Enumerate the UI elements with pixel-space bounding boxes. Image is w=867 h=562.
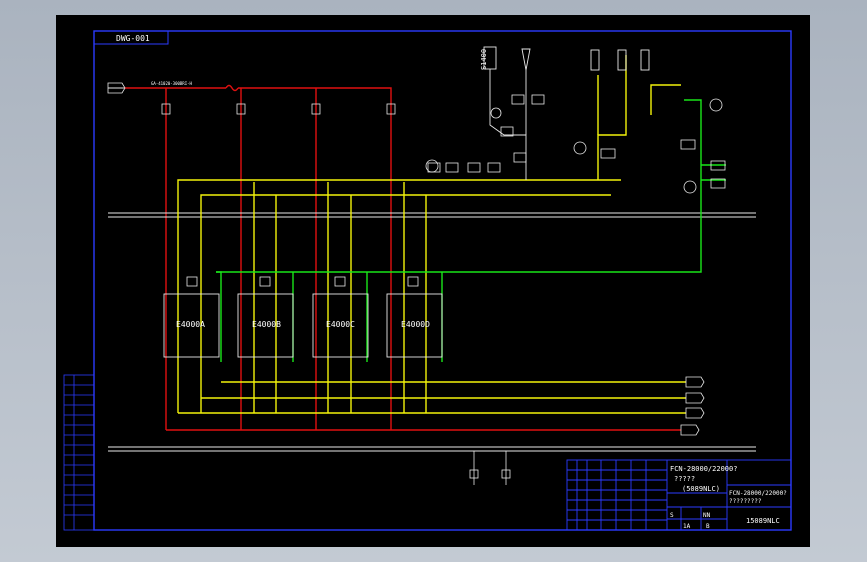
header-tags: GA-41020-300BRI-H: [151, 81, 193, 86]
instrument-boxes: [161, 94, 726, 287]
cell-a: 1A: [683, 523, 691, 530]
outlet-arrows: [107, 82, 705, 436]
cell-s: S: [670, 512, 674, 519]
vessel-e4000d[interactable]: E4000D: [386, 293, 443, 358]
title-block: [566, 459, 792, 531]
vessel-e4000a[interactable]: E4000A: [163, 293, 220, 358]
bottom-drains: [469, 451, 511, 485]
vessel-label: E4000A: [176, 320, 205, 329]
drawing-canvas[interactable]: DWG-001: [56, 15, 810, 547]
right-title: FCN-28000/22000?: [729, 490, 787, 497]
piping-diagram: DWG-001: [63, 30, 792, 531]
green-lines: [216, 99, 726, 362]
cell-b: B: [706, 523, 710, 530]
drawing-border: [93, 30, 792, 531]
cell-n: NN: [703, 512, 711, 519]
title-block-text: FCN-28000/22000? ????? (5089NLC) FCN-280…: [670, 465, 787, 530]
storage-tank: [483, 46, 650, 180]
vessel-label: E4000C: [326, 320, 355, 329]
yellow-lines: [177, 55, 686, 414]
title-code: (5089NLC): [682, 485, 720, 493]
storage-tank-label: S1400: [480, 49, 488, 70]
drawing-number: DWG-001: [116, 34, 150, 43]
red-header-line: [124, 84, 681, 431]
instrument-circles: [425, 98, 723, 194]
svg-text:GA-41020-300BRI-H: GA-41020-300BRI-H: [151, 81, 193, 86]
title-line1: FCN-28000/22000?: [670, 465, 737, 473]
title-line2: ?????: [674, 475, 695, 483]
vessel-e4000b[interactable]: E4000B: [237, 293, 294, 358]
vessel-e4000c[interactable]: E4000C: [312, 293, 369, 358]
right-code: 15089NLC: [746, 517, 780, 525]
vessel-label: E4000B: [252, 320, 281, 329]
right-subtitle: ?????????: [729, 498, 762, 505]
vessel-label: E4000D: [401, 320, 430, 329]
drawing-number-box: [93, 30, 169, 45]
white-headers: [108, 87, 756, 452]
revision-block: [63, 374, 95, 531]
